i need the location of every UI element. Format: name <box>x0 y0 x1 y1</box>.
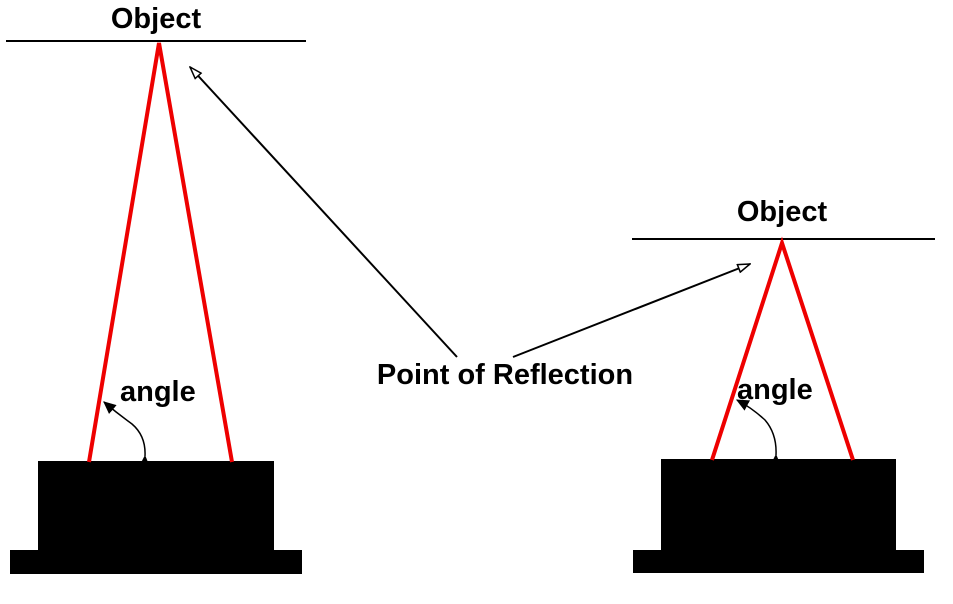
point-of-reflection-label: Point of Reflection <box>377 359 633 391</box>
left-sensor-base <box>10 550 302 574</box>
right-emitted-beam <box>710 236 855 461</box>
left-emitted-beam <box>87 42 234 463</box>
left-angle-label: angle <box>120 376 196 408</box>
right-angle-label: angle <box>737 374 813 406</box>
right-sensor-base <box>633 550 924 573</box>
right-sensor-setup: Object angle <box>632 196 935 573</box>
left-sensor-setup: Object angle <box>6 3 306 574</box>
right-object-label: Object <box>737 196 828 228</box>
right-sensor-body <box>661 459 896 552</box>
reflection-pointer-left <box>190 67 458 358</box>
reflection-pointer-right <box>512 263 750 358</box>
point-of-reflection-callout: Point of Reflection <box>190 67 750 391</box>
left-sensor-body <box>38 461 274 552</box>
right-angle-arc <box>735 399 782 467</box>
left-object-label: Object <box>111 3 202 35</box>
left-angle-arc <box>103 401 151 468</box>
